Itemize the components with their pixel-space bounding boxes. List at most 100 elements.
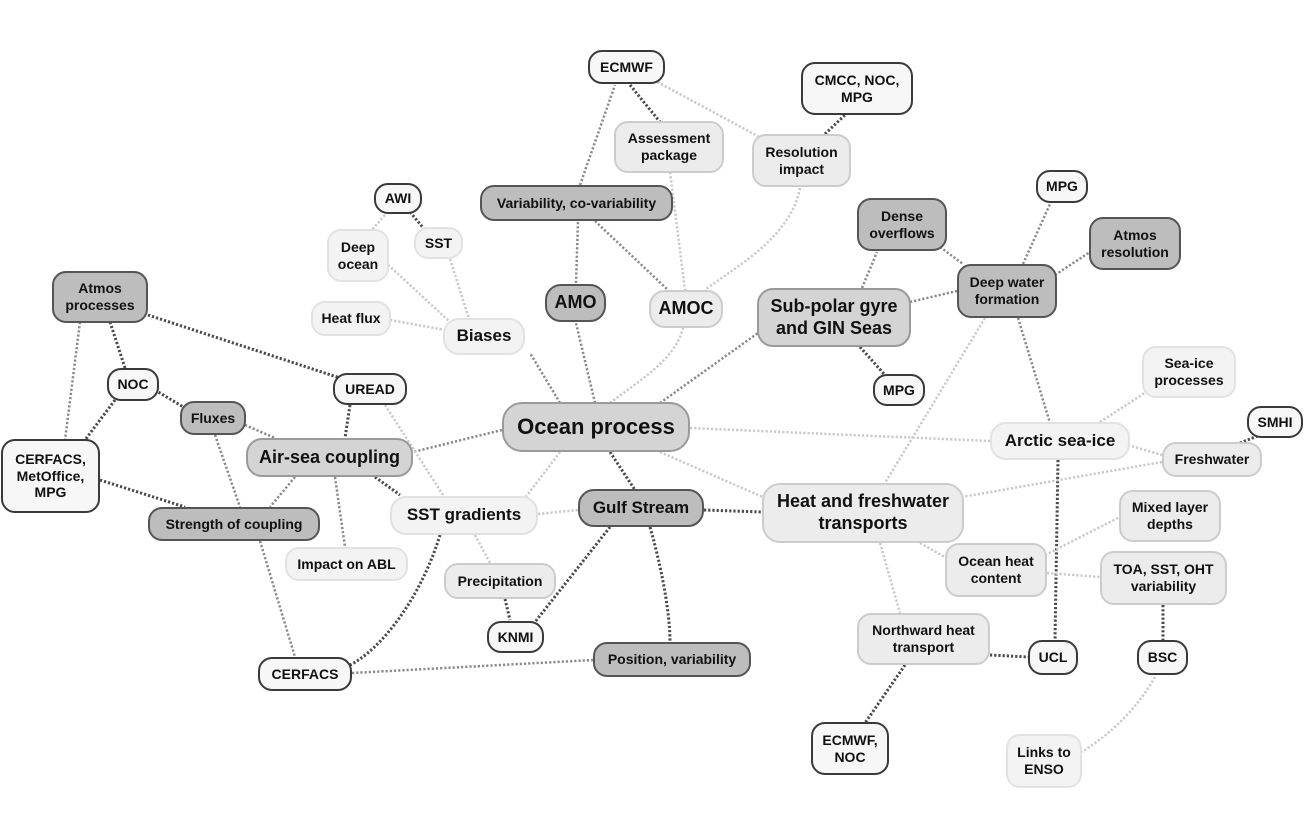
node-knmi[interactable]: KNMI bbox=[487, 621, 544, 653]
node-uread[interactable]: UREAD bbox=[333, 373, 407, 405]
edge-sst-precip bbox=[473, 534, 492, 564]
node-atmos-processes[interactable]: Atmos processes bbox=[52, 271, 148, 323]
edge-gulf-knmi bbox=[533, 526, 612, 623]
node-air-sea-coupling[interactable]: Air-sea coupling bbox=[246, 438, 413, 477]
node-label: Links to ENSO bbox=[1017, 744, 1071, 777]
edge-gulf-position bbox=[648, 526, 672, 643]
node-precipitation[interactable]: Precipitation bbox=[444, 563, 556, 599]
node-label: Deep water formation bbox=[969, 274, 1045, 307]
node-ocean-process[interactable]: Ocean process bbox=[502, 402, 690, 452]
node-mixed-layer-depths[interactable]: Mixed layer depths bbox=[1119, 490, 1221, 542]
node-sea-ice-processes[interactable]: Sea-ice processes bbox=[1142, 346, 1236, 398]
edge-dense-deepwater bbox=[939, 245, 964, 266]
node-impact-on-abl[interactable]: Impact on ABL bbox=[285, 547, 408, 581]
node-biases[interactable]: Biases bbox=[443, 318, 525, 355]
node-smhi[interactable]: SMHI bbox=[1247, 406, 1303, 438]
node-deep-ocean[interactable]: Deep ocean bbox=[327, 229, 389, 282]
node-cerfacs[interactable]: CERFACS bbox=[258, 657, 352, 691]
node-toa-sst-oht[interactable]: TOA, SST, OHT variability bbox=[1100, 551, 1227, 605]
node-northward-heat-transport[interactable]: Northward heat transport bbox=[857, 613, 990, 665]
edge-resolution-amoc bbox=[704, 187, 802, 291]
node-mpg-subpolar[interactable]: MPG bbox=[873, 374, 925, 406]
node-label: Freshwater bbox=[1174, 451, 1250, 468]
node-ocean-heat-content[interactable]: Ocean heat content bbox=[945, 543, 1047, 597]
node-noc[interactable]: NOC bbox=[107, 368, 159, 401]
node-label: TOA, SST, OHT variability bbox=[1113, 561, 1214, 594]
node-deep-water-formation[interactable]: Deep water formation bbox=[957, 264, 1057, 318]
node-cmcc-noc-mpg[interactable]: CMCC, NOC, MPG bbox=[801, 62, 913, 115]
node-label: Ocean process bbox=[517, 413, 675, 439]
node-ucl[interactable]: UCL bbox=[1028, 640, 1078, 675]
node-label: Arctic sea-ice bbox=[1004, 430, 1116, 450]
node-awi[interactable]: AWI bbox=[374, 183, 422, 214]
node-label: ECMWF bbox=[600, 58, 653, 75]
edge-deepwater-mpg bbox=[1021, 203, 1052, 265]
edge-ecmwf-resolution bbox=[649, 76, 766, 142]
edge-atmos-uread bbox=[147, 313, 341, 380]
node-variability[interactable]: Variability, co-variability bbox=[480, 185, 673, 221]
node-cerfacs-metoffice-mpg[interactable]: CERFACS, MetOffice, MPG bbox=[1, 439, 100, 513]
node-atmos-resolution[interactable]: Atmos resolution bbox=[1089, 217, 1181, 270]
edge-cerfacsmet-strength bbox=[99, 478, 186, 509]
edge-precip-knmi bbox=[503, 598, 512, 621]
edge-ocean-arctic bbox=[689, 426, 991, 443]
node-heat-freshwater-transports[interactable]: Heat and freshwater transports bbox=[762, 483, 964, 543]
node-position-variability[interactable]: Position, variability bbox=[593, 642, 751, 677]
node-sst-gradients[interactable]: SST gradients bbox=[390, 496, 538, 535]
edge-deepwater-atmosres bbox=[1054, 250, 1091, 277]
edge-fluxes-strength bbox=[213, 434, 242, 508]
node-label: Heat flux bbox=[321, 310, 381, 327]
edge-bsc-enso bbox=[1081, 676, 1157, 754]
edge-ocean-biases bbox=[528, 352, 562, 404]
edge-ohc-toa bbox=[1046, 571, 1101, 579]
node-amoc[interactable]: AMOC bbox=[649, 290, 723, 328]
node-sst[interactable]: SST bbox=[414, 227, 463, 259]
edge-resolution-cmcc bbox=[823, 113, 847, 136]
edge-amo-variability bbox=[574, 220, 580, 284]
node-arctic-sea-ice[interactable]: Arctic sea-ice bbox=[990, 422, 1130, 460]
node-label: Biases bbox=[456, 326, 512, 346]
node-amo[interactable]: AMO bbox=[545, 284, 606, 322]
node-ecmwf[interactable]: ECMWF bbox=[588, 50, 665, 84]
edge-ocean-subpolar bbox=[659, 326, 766, 405]
edge-noc-cerfacsmet bbox=[83, 399, 117, 441]
edge-fluxes-airsea bbox=[244, 423, 276, 440]
edge-subpolar-deepwater bbox=[909, 289, 958, 304]
node-label: SMHI bbox=[1257, 413, 1293, 430]
node-dense-overflows[interactable]: Dense overflows bbox=[857, 198, 947, 251]
node-freshwater[interactable]: Freshwater bbox=[1162, 442, 1262, 477]
node-ecmwf-noc[interactable]: ECMWF, NOC bbox=[811, 722, 889, 775]
node-label: Dense overflows bbox=[869, 207, 935, 241]
node-strength-of-coupling[interactable]: Strength of coupling bbox=[148, 507, 320, 541]
node-mpg-top[interactable]: MPG bbox=[1036, 170, 1088, 203]
edge-arctic-ucl bbox=[1053, 459, 1060, 641]
node-label: ECMWF, NOC bbox=[822, 731, 878, 765]
node-label: MPG bbox=[1046, 178, 1078, 195]
edge-uread-airsea bbox=[343, 404, 352, 439]
node-label: Sub-polar gyre and GIN Seas bbox=[770, 295, 898, 338]
edge-heatfw-northward bbox=[878, 542, 902, 614]
node-subpolar-gyre[interactable]: Sub-polar gyre and GIN Seas bbox=[757, 288, 911, 347]
node-heat-flux[interactable]: Heat flux bbox=[311, 301, 391, 336]
node-fluxes[interactable]: Fluxes bbox=[180, 401, 246, 435]
edge-variability-amoc bbox=[594, 220, 669, 291]
node-label: Resolution impact bbox=[765, 143, 838, 177]
edge-ocean-airsea bbox=[412, 428, 503, 454]
edge-ocean-amoc bbox=[609, 327, 685, 404]
node-label: SST bbox=[424, 234, 453, 251]
edge-ocean-sst bbox=[524, 451, 561, 499]
node-bsc[interactable]: BSC bbox=[1137, 640, 1188, 675]
node-label: Deep ocean bbox=[337, 238, 379, 272]
edge-sst-cerfacs bbox=[349, 534, 442, 667]
node-links-to-enso[interactable]: Links to ENSO bbox=[1006, 734, 1082, 788]
node-gulf-stream[interactable]: Gulf Stream bbox=[578, 489, 704, 527]
edge-uread-sst bbox=[383, 404, 447, 499]
node-label: Ocean heat content bbox=[958, 553, 1034, 586]
node-label: Heat and freshwater transports bbox=[776, 491, 950, 533]
edge-subpolar-dense bbox=[860, 251, 879, 289]
node-label: Position, variability bbox=[607, 651, 737, 668]
node-label: UREAD bbox=[345, 380, 395, 397]
node-assessment-package[interactable]: Assessment package bbox=[614, 121, 724, 173]
node-resolution-impact[interactable]: Resolution impact bbox=[752, 134, 851, 187]
edge-biases-deepocean bbox=[384, 261, 451, 323]
